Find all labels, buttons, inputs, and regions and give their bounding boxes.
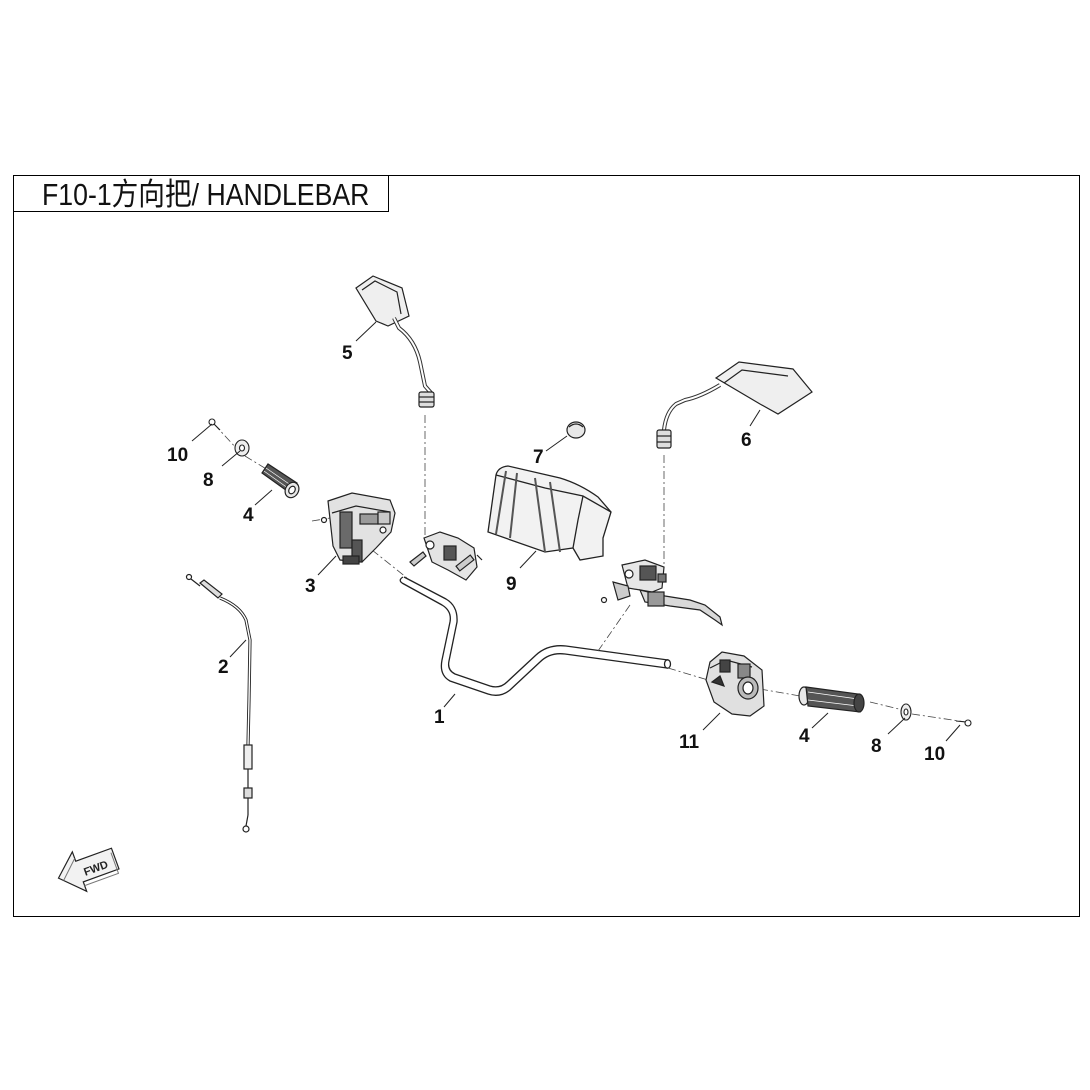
part-right-switch-housing bbox=[705, 651, 765, 717]
part-right-screw bbox=[955, 719, 972, 727]
part-left-housing bbox=[320, 492, 396, 565]
callout-2: 2 bbox=[218, 657, 229, 678]
leader-lines bbox=[191, 321, 961, 742]
part-right-washer bbox=[900, 703, 912, 721]
callout-1: 1 bbox=[434, 707, 445, 728]
callout-8-left: 8 bbox=[203, 470, 214, 491]
part-right-grip bbox=[798, 686, 865, 713]
callout-6: 6 bbox=[741, 430, 752, 451]
part-brake-master-cylinder bbox=[600, 559, 723, 627]
callout-7: 7 bbox=[533, 447, 544, 468]
title-box: F10-1方向把/ HANDLEBAR bbox=[13, 175, 389, 212]
part-left-grip bbox=[261, 463, 300, 499]
part-left-screw bbox=[208, 418, 221, 431]
callout-4-right: 4 bbox=[799, 726, 810, 747]
callout-4-left: 4 bbox=[243, 505, 254, 526]
callout-5: 5 bbox=[342, 343, 353, 364]
fwd-arrow-icon: FWD bbox=[57, 847, 120, 893]
part-handlebar-cover bbox=[487, 465, 612, 561]
part-left-mirror bbox=[355, 275, 435, 408]
page-title: F10-1方向把/ HANDLEBAR bbox=[42, 177, 370, 212]
callout-3: 3 bbox=[305, 576, 316, 597]
part-right-mirror bbox=[656, 361, 813, 449]
alignment-lines bbox=[213, 415, 967, 723]
callout-labels: 1 2 3 4 4 5 6 7 8 8 9 10 10 11 bbox=[167, 343, 945, 765]
part-cap bbox=[566, 421, 586, 439]
callout-10-right: 10 bbox=[924, 744, 945, 765]
callout-8-right: 8 bbox=[871, 736, 882, 757]
drawing-frame bbox=[13, 175, 1080, 917]
callout-10-left: 10 bbox=[167, 445, 188, 466]
part-throttle-cable bbox=[185, 573, 253, 833]
callout-9: 9 bbox=[506, 574, 517, 595]
callout-11: 11 bbox=[679, 732, 700, 753]
part-left-switch-assembly bbox=[409, 531, 483, 581]
part-handlebar bbox=[399, 576, 672, 696]
